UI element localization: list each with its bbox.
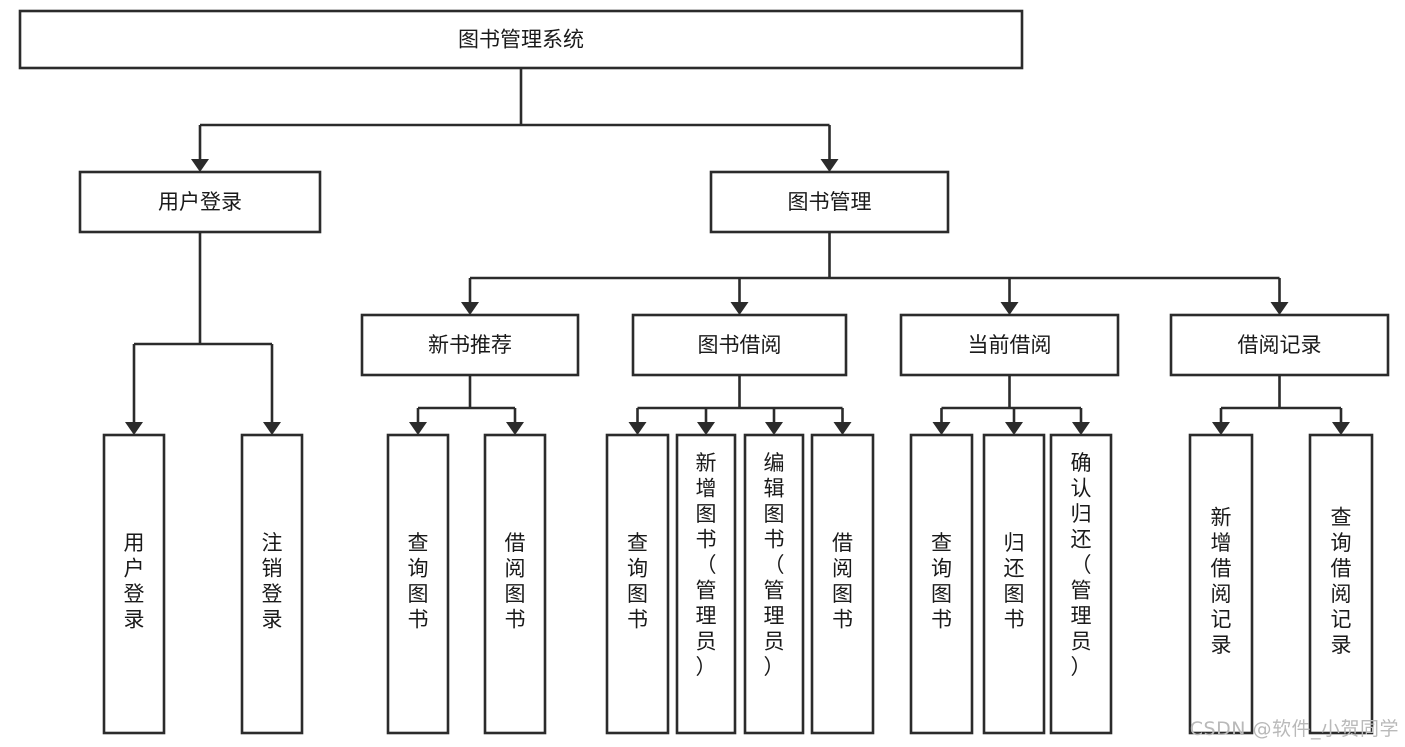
arrow-head-icon [730,302,749,315]
node-label-leaf-borrow-book-2: 借阅图书 [832,531,853,632]
arrow-head-icon [1005,422,1023,435]
node-label-leaf-add-book: 新增图书（管理员） [696,451,717,679]
node-box-current-borrow[interactable] [899,313,1120,377]
node-box-user-login[interactable] [78,170,322,234]
node-box-leaf-add-book[interactable] [675,433,737,735]
node-box-book-manage[interactable] [709,170,950,234]
node-label-leaf-user-login: 用户登录 [124,531,145,632]
edge-group-current-borrow [932,375,1090,435]
node-label-root: 图书管理系统 [458,28,584,52]
csdn-watermark: CSDN @软件_小贺同学 [1189,718,1399,740]
nodes-layer: 图书管理系统用户登录图书管理新书推荐图书借阅当前借阅借阅记录用户登录注销登录查询… [18,9,1390,735]
edges-layer [125,68,1350,435]
node-label-leaf-edit-book: 编辑图书（管理员） [764,451,785,679]
arrow-head-icon [506,422,524,435]
node-book-manage[interactable]: 图书管理 [709,170,950,234]
arrow-head-icon [932,422,951,435]
node-box-leaf-confirm-return[interactable] [1049,433,1113,735]
node-label-leaf-query-book-1: 查询图书 [408,531,429,632]
node-label-leaf-add-record: 新增借阅记录 [1211,505,1232,657]
node-label-leaf-query-book-2: 查询图书 [627,531,648,632]
arrow-head-icon [765,422,783,435]
node-leaf-query-book-2[interactable]: 查询图书 [605,433,670,735]
node-box-leaf-logout[interactable] [240,433,304,735]
node-current-borrow[interactable]: 当前借阅 [899,313,1120,377]
node-box-leaf-edit-book[interactable] [743,433,805,735]
arrow-head-icon [1332,422,1350,435]
node-box-new-book-rec[interactable] [360,313,580,377]
edge-group-new-book-rec [409,375,524,435]
node-book-borrow[interactable]: 图书借阅 [631,313,848,377]
node-label-book-borrow: 图书借阅 [698,333,782,357]
node-label-leaf-logout: 注销登录 [262,531,283,632]
node-leaf-query-book-3[interactable]: 查询图书 [909,433,974,735]
arrow-head-icon [409,422,427,435]
arrow-head-icon [1072,422,1090,435]
node-box-leaf-query-book-1[interactable] [386,433,450,735]
arrow-head-icon [461,302,479,315]
node-box-root[interactable] [18,9,1024,70]
edge-group-user-login [125,232,281,435]
node-leaf-add-record[interactable]: 新增借阅记录 [1188,433,1254,735]
node-leaf-edit-book[interactable]: 编辑图书（管理员） [743,433,805,735]
node-borrow-record[interactable]: 借阅记录 [1169,313,1390,377]
arrow-head-icon [263,422,281,435]
node-root[interactable]: 图书管理系统 [18,9,1024,70]
node-label-leaf-confirm-return: 确认归还（管理员） [1071,451,1092,679]
node-label-leaf-borrow-book-1: 借阅图书 [505,531,526,632]
node-box-borrow-record[interactable] [1169,313,1390,377]
arrow-head-icon [1212,422,1230,435]
node-box-leaf-query-book-2[interactable] [605,433,670,735]
node-box-leaf-query-book-3[interactable] [909,433,974,735]
node-label-borrow-record: 借阅记录 [1238,333,1322,357]
node-label-new-book-rec: 新书推荐 [428,333,512,357]
node-leaf-borrow-book-1[interactable]: 借阅图书 [483,433,547,735]
edge-group-borrow-record [1212,375,1350,435]
node-user-login[interactable]: 用户登录 [78,170,322,234]
node-box-leaf-return-book[interactable] [982,433,1046,735]
arrow-head-icon [1270,302,1289,315]
arrow-head-icon [697,422,715,435]
node-leaf-query-record[interactable]: 查询借阅记录 [1308,433,1374,735]
node-label-user-login: 用户登录 [158,190,242,214]
node-label-current-borrow: 当前借阅 [968,333,1052,357]
arrow-head-icon [191,159,209,172]
node-leaf-return-book[interactable]: 归还图书 [982,433,1046,735]
node-leaf-user-login[interactable]: 用户登录 [102,433,166,735]
arrow-head-icon [833,422,852,435]
node-label-leaf-query-record: 查询借阅记录 [1331,505,1352,657]
node-box-leaf-borrow-book-2[interactable] [810,433,875,735]
edge-group-book-manage [461,232,1289,315]
edge-group-book-borrow [628,375,852,435]
node-box-leaf-borrow-book-1[interactable] [483,433,547,735]
node-box-leaf-user-login[interactable] [102,433,166,735]
node-label-book-manage: 图书管理 [788,190,872,214]
node-new-book-rec[interactable]: 新书推荐 [360,313,580,377]
arrow-head-icon [628,422,647,435]
node-leaf-confirm-return[interactable]: 确认归还（管理员） [1049,433,1113,735]
node-leaf-logout[interactable]: 注销登录 [240,433,304,735]
node-leaf-query-book-1[interactable]: 查询图书 [386,433,450,735]
node-box-leaf-query-record[interactable] [1308,433,1374,735]
edge-group-root [191,68,839,172]
node-leaf-add-book[interactable]: 新增图书（管理员） [675,433,737,735]
node-box-leaf-add-record[interactable] [1188,433,1254,735]
node-box-book-borrow[interactable] [631,313,848,377]
arrow-head-icon [125,422,143,435]
node-label-leaf-query-book-3: 查询图书 [931,531,952,632]
node-leaf-borrow-book-2[interactable]: 借阅图书 [810,433,875,735]
node-label-leaf-return-book: 归还图书 [1004,531,1025,632]
arrow-head-icon [820,159,839,172]
arrow-head-icon [1000,302,1019,315]
